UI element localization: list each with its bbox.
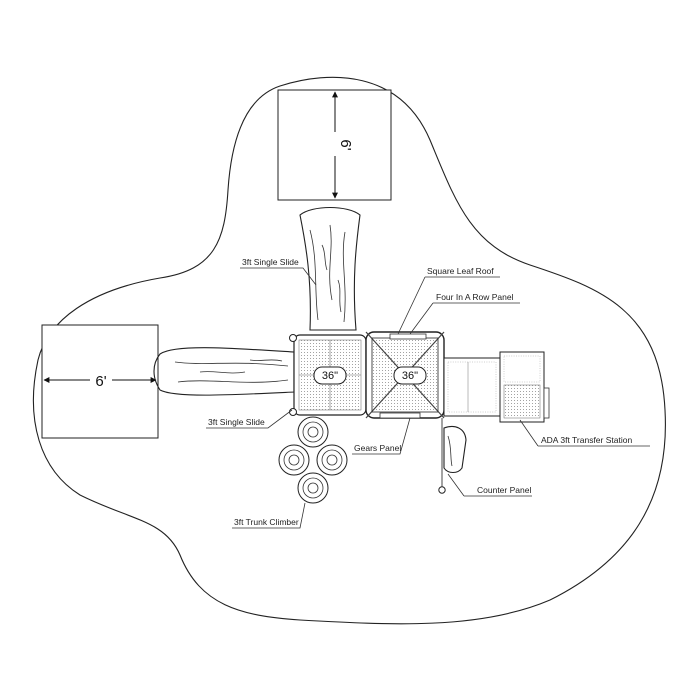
trunk-climber-top (297, 416, 329, 448)
ada-transfer-station (443, 351, 550, 423)
safety-zone-boundary (32, 76, 666, 625)
top-zone-dimension: 6' (337, 139, 354, 150)
left-use-zone: 6' (41, 324, 159, 439)
trunk-climber-bottom (297, 472, 329, 504)
label-counter-panel: Counter Panel (477, 485, 531, 495)
gears-panel (379, 412, 421, 419)
trunk-climber-left (278, 444, 310, 476)
left-deck-height: 36" (322, 370, 338, 382)
label-ada-transfer: ADA 3ft Transfer Station (541, 435, 632, 445)
left-deck: 36" (289, 334, 367, 416)
label-top-slide: 3ft Single Slide (242, 257, 299, 267)
trunk-climber-right (316, 444, 348, 476)
label-square-leaf-roof: Square Leaf Roof (427, 266, 494, 276)
label-gears-panel: Gears Panel (354, 443, 401, 453)
counter-panel (438, 418, 467, 494)
trunk-climber (278, 416, 348, 504)
label-trunk-climber: 3ft Trunk Climber (234, 517, 299, 527)
top-use-zone: 6' (277, 89, 392, 201)
right-deck: 36" (365, 331, 445, 419)
top-slide (299, 207, 361, 331)
leader-lines (206, 267, 650, 529)
right-deck-height: 36" (402, 370, 418, 382)
four-in-a-row-panel (389, 333, 427, 340)
left-zone-dimension: 6' (95, 373, 106, 390)
label-left-slide: 3ft Single Slide (208, 417, 265, 427)
label-four-in-a-row-panel: Four In A Row Panel (436, 292, 514, 302)
left-slide (153, 347, 295, 396)
